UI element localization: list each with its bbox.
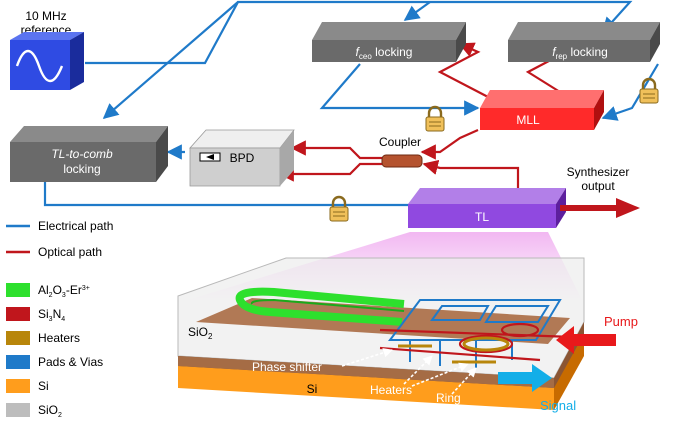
electrical-paths <box>43 0 659 213</box>
signal-label: Signal <box>540 398 576 413</box>
bpd-block: BPD <box>189 129 295 187</box>
heaters-label: Heaters <box>370 383 412 397</box>
mll-label: MLL <box>516 113 540 127</box>
tl-label: TL <box>475 210 489 224</box>
sine-wave-icon <box>15 49 64 83</box>
reference-oscillator <box>10 32 84 90</box>
legend-sio2: SiO2 <box>38 403 62 419</box>
chip-si-label: Si <box>307 382 318 396</box>
synth-label-line1: Synthesizer <box>567 165 630 179</box>
reference-label-line1: 10 MHz <box>25 9 66 23</box>
mll-block: MLL <box>480 90 604 130</box>
optical-path-coupler-to-bpd-lower <box>278 162 382 182</box>
padlock-icon <box>329 195 349 222</box>
coupler-label: Coupler <box>379 135 421 149</box>
al2o3-waveguide <box>235 287 405 326</box>
legend-pads-vias: Pads & Vias <box>38 355 103 369</box>
electrical-path-fceo-to-mll <box>319 63 480 116</box>
legend-optical-label: Optical path <box>38 245 102 259</box>
svg-text:frep locking: frep locking <box>552 45 608 61</box>
padlock-icon <box>639 77 659 104</box>
tl-to-comb-label-line2: locking <box>63 162 100 176</box>
signal-arrow <box>498 364 552 392</box>
legend-si3n4: Si3N4 <box>38 307 65 323</box>
legend-al2o3: Al2O3-Er3+ <box>38 283 90 299</box>
coupler-icon <box>381 154 423 168</box>
pump-arrow <box>556 326 616 354</box>
fceo-rest: locking <box>372 45 413 59</box>
tl-block: TL <box>408 188 566 228</box>
material-legend: Al2O3-Er3+ Si3N4 Heaters Pads & Vias Si … <box>6 283 103 419</box>
phase-shifter-label: Phase shifter <box>252 360 322 374</box>
pump-label: Pump <box>604 314 638 329</box>
fceo-sub: ceo <box>359 52 372 61</box>
optical-path-mll-to-fceo <box>437 42 491 99</box>
electrical-path-ref-to-tl-to-comb <box>102 1 239 120</box>
electrical-path-top-to-fceo <box>403 1 431 21</box>
chip-cross-section <box>177 257 601 410</box>
tl-to-comb-locking-block: TL-to-comb locking <box>10 126 168 182</box>
chip-sio2-label: SiO2 <box>188 325 213 341</box>
frep-var: f <box>552 45 557 59</box>
annotation-arrows <box>341 348 477 395</box>
optical-path-mll-to-coupler <box>420 128 479 160</box>
legend-electrical-label: Electrical path <box>38 219 113 233</box>
frep-rest: locking <box>567 45 608 59</box>
ring-label: Ring <box>436 391 461 405</box>
fceo-var: f <box>356 45 361 59</box>
synth-label-line2: output <box>581 179 615 193</box>
optical-path-tl-to-coupler <box>422 159 520 190</box>
padlock-icon <box>425 105 445 132</box>
optical-path-coupler-to-bpd-upper <box>290 140 382 160</box>
frep-locking-block: frep locking <box>508 22 660 62</box>
tl-to-comb-label-line1: TL-to-comb <box>51 147 113 161</box>
path-legend: Electrical path Optical path <box>6 219 113 259</box>
frep-sub: rep <box>556 52 568 61</box>
svg-text:fceo locking: fceo locking <box>356 45 413 61</box>
fceo-locking-block: fceo locking <box>312 22 466 62</box>
legend-heaters: Heaters <box>38 331 80 345</box>
bpd-label: BPD <box>230 151 255 165</box>
legend-si: Si <box>38 379 49 393</box>
electrical-path-tl-to-comb-to-tl <box>43 182 434 213</box>
